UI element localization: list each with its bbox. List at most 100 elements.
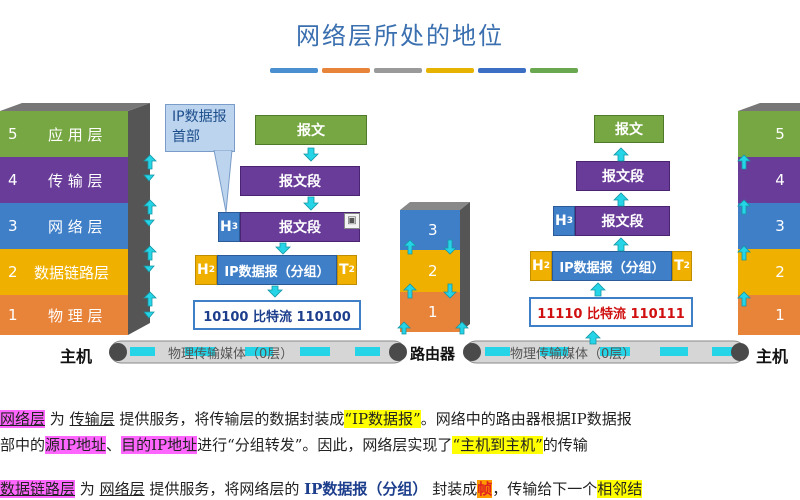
right-bitstream: 11110 比特流 110111	[529, 297, 693, 327]
text-span: 。网络中的路由器根据IP数据报	[420, 410, 632, 428]
h2-label: H	[197, 262, 209, 278]
right-message: 报文	[594, 115, 664, 143]
left-segment-2: 报文段	[240, 212, 360, 242]
layer-application: 5	[738, 111, 800, 157]
text-span: 部中的	[0, 436, 46, 454]
text-span: 进行“分组转发”。因此，网络层实现了	[197, 436, 453, 454]
layer-number: 1	[8, 306, 18, 324]
ip-header-callout: IP数据报首部	[165, 104, 235, 152]
adjacent-node-term: 相邻结	[597, 480, 643, 498]
layer-physical: 1	[738, 295, 800, 335]
ip-packet-term: IP数据报（分组）	[304, 480, 428, 498]
layer-number: 2	[428, 262, 438, 280]
router-layer-physical: 1	[400, 292, 460, 332]
text-span: 为	[45, 410, 70, 428]
h2-sub: 2	[208, 265, 215, 275]
layer-number: 3	[8, 217, 18, 235]
source-ip-term: 源IP地址	[45, 436, 107, 454]
callout-pointer	[213, 150, 233, 213]
text-span: 的传输	[542, 436, 588, 454]
layer-name: 网 络 层	[48, 217, 103, 236]
color-bar	[374, 68, 422, 73]
t2-sub: 2	[683, 261, 690, 271]
h3-sub: 3	[231, 222, 238, 232]
ip-datagram-term: “IP数据报”	[344, 410, 421, 428]
left-segment: 报文段	[240, 166, 360, 196]
color-bar	[322, 68, 370, 73]
layer-name: 数据链路层	[34, 263, 110, 282]
h2-sub: 2	[543, 261, 550, 271]
router-layer-datalink: 2	[400, 250, 460, 292]
router-stack: 3 2 1	[400, 202, 472, 332]
datalink-layer-term: 数据链路层	[0, 480, 76, 498]
layer-network: 3	[738, 203, 800, 249]
medium-right-label: 物理传输媒体（0层）	[510, 347, 636, 362]
paragraph-line-1: 网络层 为 传输层 提供服务，将传输层的数据封装成“IP数据报”。网络中的路由器…	[0, 408, 632, 429]
text-span: 封装成	[427, 480, 478, 498]
layer-number: 2	[8, 263, 18, 281]
stack-3d-top	[738, 103, 800, 111]
color-bar	[478, 68, 526, 73]
layer-datalink: 2 数据链路层	[0, 249, 128, 295]
left-host-stack: 5 应 用 层 4 传 输 层 3 网 络 层 2 数据链路层 1 物 理 层	[0, 103, 155, 336]
paragraph-line-3: 数据链路层 为 网络层 提供服务，将网络层的 IP数据报（分组） 封装成帧，传输…	[0, 478, 643, 499]
callout-text: IP数据报首部	[172, 109, 227, 145]
host-to-host-term: “主机到主机”	[452, 436, 543, 454]
frame-term: 帧	[477, 480, 493, 498]
layer-number: 5	[8, 125, 18, 143]
right-segment: 报文段	[576, 161, 670, 191]
router-label: 路由器	[410, 345, 456, 363]
color-bar	[530, 68, 578, 73]
dest-ip-term: 目的IP地址	[121, 436, 198, 454]
layer-application: 5 应 用 层	[0, 111, 128, 157]
layer-transport: 4 传 输 层	[0, 157, 128, 203]
layer-name: 应 用 层	[48, 125, 103, 144]
layer-transport: 4	[738, 157, 800, 203]
color-bar	[426, 68, 474, 73]
h3-label: H	[555, 213, 567, 229]
right-ip-datagram: IP数据报（分组）	[552, 251, 672, 281]
right-segment-2: 报文段	[575, 206, 670, 236]
layer-name: 传 输 层	[48, 171, 103, 190]
left-ip-datagram: IP数据报（分组）	[217, 255, 337, 285]
layer-number: 1	[428, 303, 438, 321]
text-span: 为	[75, 480, 100, 498]
copy-icon: ▣	[344, 213, 360, 229]
h3-sub: 3	[566, 216, 573, 226]
router-layer-network: 3	[400, 210, 460, 250]
layer-number: 5	[775, 125, 785, 143]
layer-number: 4	[775, 171, 785, 189]
t2-label: T	[339, 262, 349, 278]
layer-number: 4	[8, 171, 18, 189]
transport-layer-term: 传输层	[69, 410, 115, 428]
layer-number: 2	[775, 263, 785, 281]
text-span: ，传输给下一个	[492, 480, 598, 498]
layer-name: 物 理 层	[48, 306, 103, 325]
color-bar	[270, 68, 318, 73]
router-3d-side	[400, 202, 470, 332]
layer-number: 3	[428, 221, 438, 239]
page-title: 网络层所处的地位	[296, 22, 504, 50]
layer-datalink: 2	[738, 249, 800, 295]
h2-label: H	[532, 258, 544, 274]
layer-number: 3	[775, 217, 785, 235]
network-layer-term: 网络层	[0, 410, 46, 428]
paragraph-line-2: 部中的源IP地址、目的IP地址进行“分组转发”。因此，网络层实现了“主机到主机”…	[0, 434, 588, 455]
medium-left-label: 物理传输媒体（0层）	[168, 347, 294, 362]
layer-network: 3 网 络 层	[0, 203, 128, 249]
layer-physical: 1 物 理 层	[0, 295, 128, 335]
host-left-label: 主机	[60, 347, 93, 366]
text-span: 、	[106, 436, 122, 454]
layer-number: 1	[775, 306, 785, 324]
left-bitstream: 10100 比特流 110100	[193, 300, 361, 330]
network-layer-term-2: 网络层	[99, 480, 145, 498]
text-span: 提供服务，将传输层的数据封装成	[114, 410, 345, 428]
left-message: 报文	[255, 115, 367, 145]
t2-label: T	[674, 258, 684, 274]
